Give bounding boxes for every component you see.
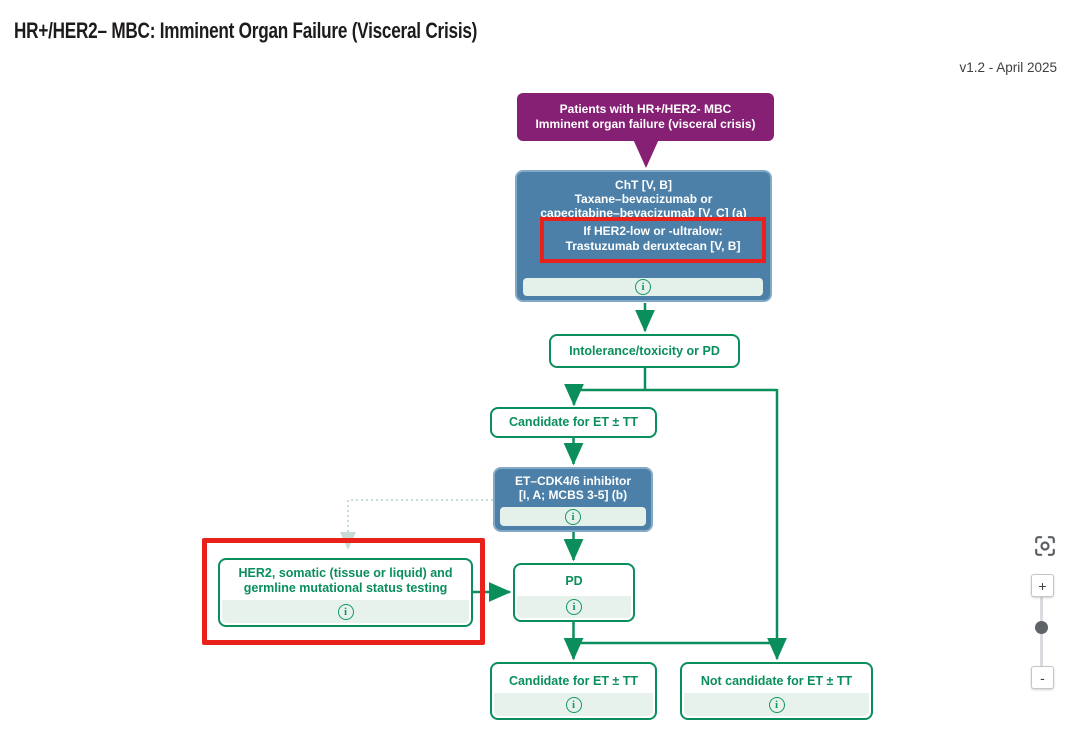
node-et-cdk46-line1: ET–CDK4/6 inhibitor [514, 474, 631, 488]
cht-highlight-frame: If HER2-low or -ultralow: Trastuzumab de… [540, 217, 766, 263]
et-cdk46-info-icon[interactable]: i [565, 508, 581, 525]
et-cdk46-info-band: i [500, 507, 646, 526]
node-pd: PD i [513, 563, 635, 622]
node-candidate-bottom-label: Candidate for ET ± TT [508, 674, 639, 688]
node-her2-testing: HER2, somatic (tissue or liquid) and ger… [218, 558, 473, 627]
node-et-cdk46-line2: [I, A; MCBS 3-5] (b) [518, 488, 628, 502]
node-et-cdk46: ET–CDK4/6 inhibitor [I, A; MCBS 3-5] (b)… [493, 467, 653, 532]
node-cht-line2: Taxane–bevacizumab or [574, 192, 713, 206]
not-candidate-info-icon[interactable]: i [768, 696, 785, 713]
her2-testing-info-icon[interactable]: i [337, 603, 354, 620]
version-label: v1.2 - April 2025 [959, 60, 1057, 75]
candidate-bottom-info-band: i [494, 693, 653, 716]
node-her2-testing-line2: germline mutational status testing [243, 581, 448, 595]
node-patients-line2: Imminent organ failure (visceral crisis) [535, 117, 756, 131]
cht-highlight-line1: If HER2-low or -ultralow: [583, 224, 723, 238]
cht-highlight-line2: Trastuzumab deruxtecan [V, B] [565, 239, 741, 253]
node-patients: Patients with HR+/HER2- MBC Imminent org… [517, 93, 774, 141]
zoom-in-button[interactable]: + [1031, 574, 1054, 597]
node-not-candidate-label: Not candidate for ET ± TT [700, 674, 853, 688]
node-her2-testing-line1: HER2, somatic (tissue or liquid) and [238, 566, 453, 580]
not-candidate-info-band: i [684, 693, 869, 716]
node-candidate-bottom: Candidate for ET ± TT i [490, 662, 657, 720]
node-candidate-top: Candidate for ET ± TT [490, 407, 657, 438]
node-not-candidate: Not candidate for ET ± TT i [680, 662, 873, 720]
candidate-bottom-info-icon[interactable]: i [565, 696, 582, 713]
node-pd-label: PD [565, 574, 583, 588]
node-cht-line3: capecitabine–bevacizumab [V, C] (a) [540, 206, 747, 220]
cht-info-icon[interactable]: i [635, 279, 651, 295]
fit-to-screen-button[interactable] [1034, 535, 1056, 557]
node-patients-line1: Patients with HR+/HER2- MBC [559, 102, 732, 116]
cht-info-band: i [523, 278, 763, 296]
page-title: HR+/HER2– MBC: Imminent Organ Failure (V… [14, 18, 478, 43]
her2-testing-info-band: i [222, 600, 469, 623]
node-cht-line1: ChT [V, B] [615, 178, 672, 192]
node-candidate-top-label: Candidate for ET ± TT [508, 415, 639, 429]
node-intolerance: Intolerance/toxicity or PD [549, 334, 740, 368]
node-intolerance-label: Intolerance/toxicity or PD [569, 343, 720, 358]
node-cht: ChT [V, B] Taxane–bevacizumab or capecit… [515, 170, 772, 302]
fit-to-screen-icon [1035, 536, 1055, 556]
zoom-slider-thumb[interactable] [1035, 621, 1048, 634]
pd-info-band: i [517, 596, 631, 618]
zoom-out-button[interactable]: - [1031, 666, 1054, 689]
pd-info-icon[interactable]: i [566, 599, 582, 615]
